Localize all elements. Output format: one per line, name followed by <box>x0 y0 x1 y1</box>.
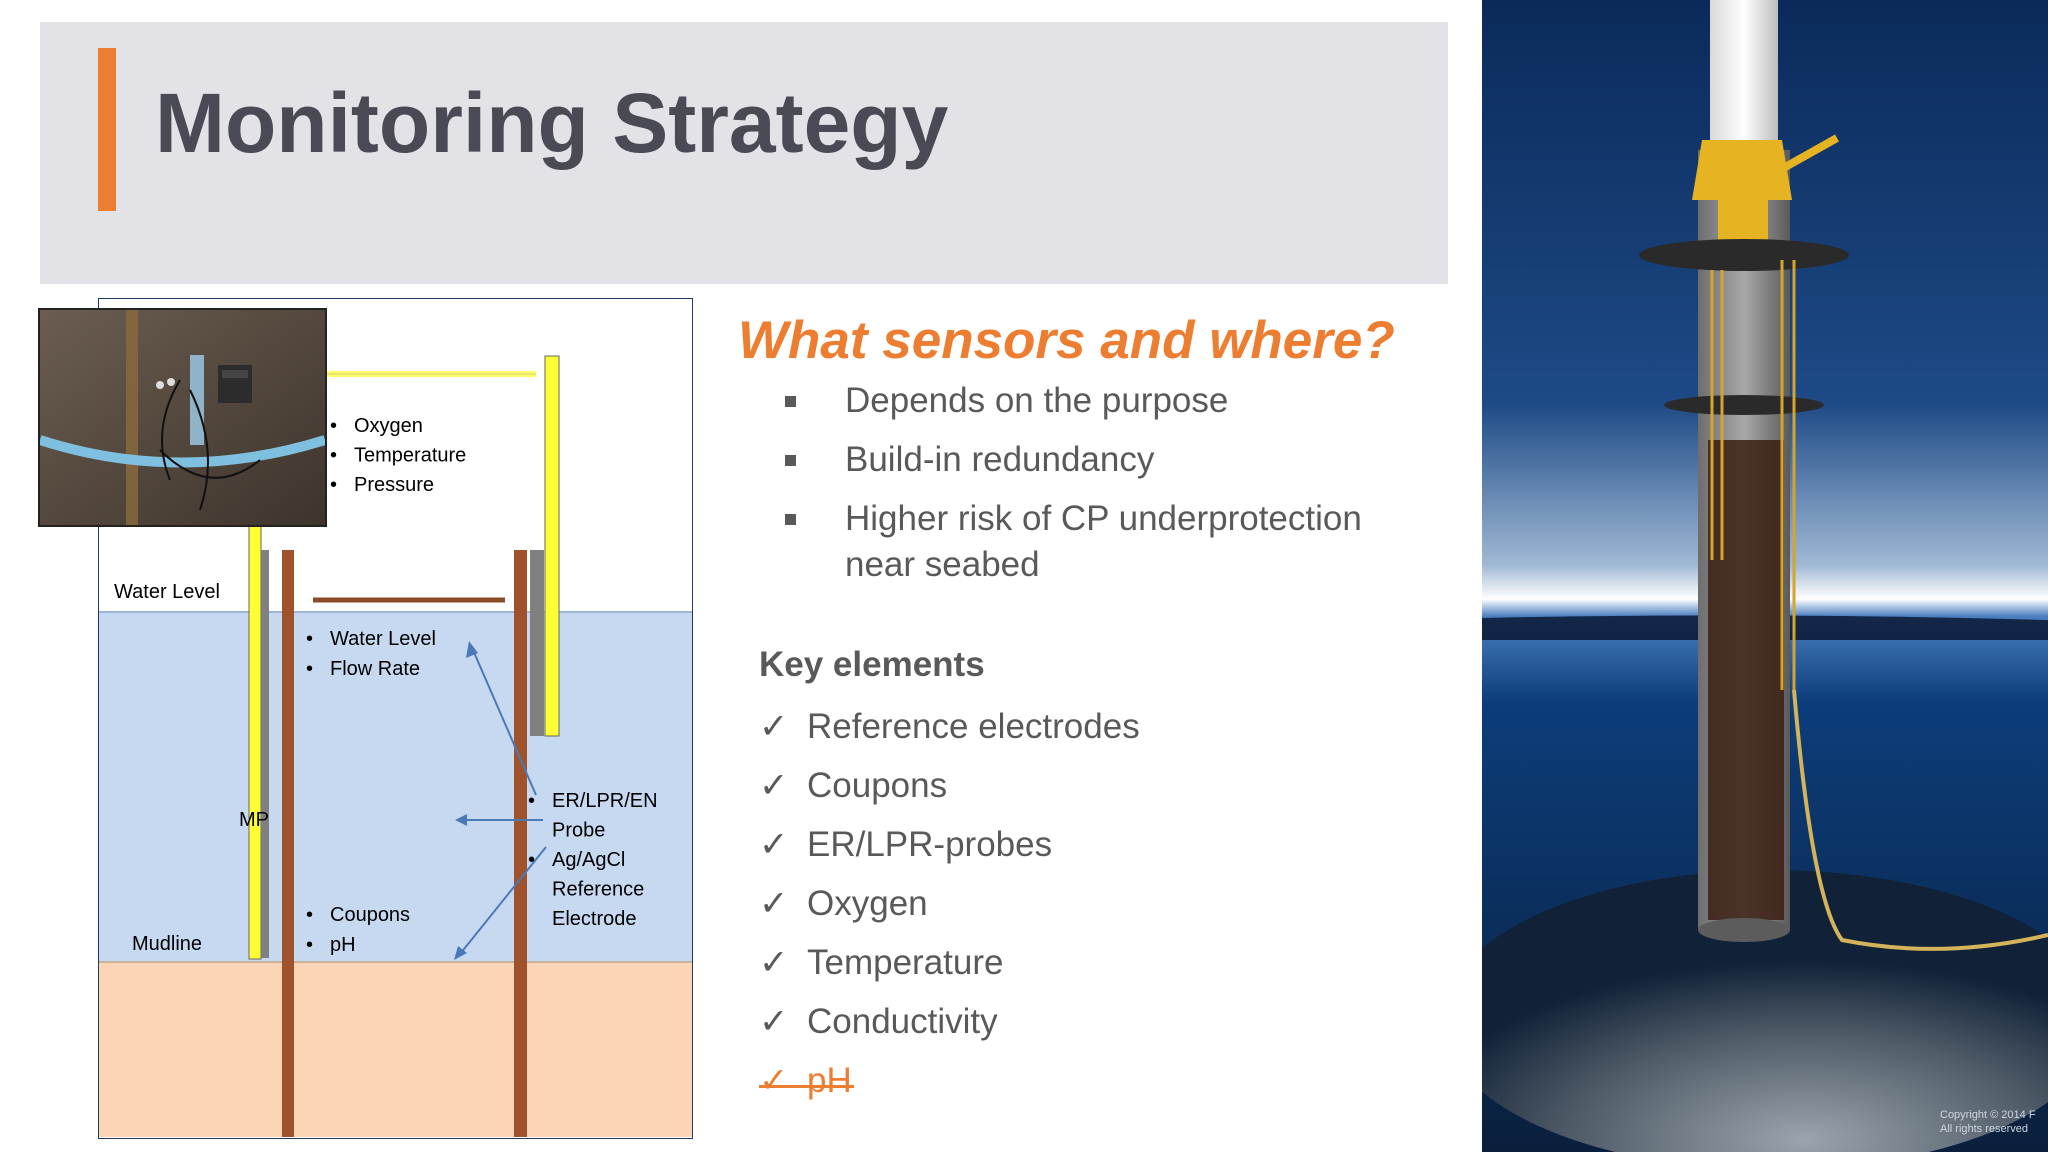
key-elements-heading: Key elements <box>759 645 985 684</box>
bullet-dot: • <box>330 445 337 467</box>
bullet-dot: • <box>306 658 313 680</box>
diagram-probe-label: Probe <box>552 820 605 842</box>
diagram-sensor-label: Coupons <box>330 904 410 926</box>
title-accent-bar <box>98 48 116 211</box>
diagram-sensor-label: pH <box>330 934 356 956</box>
checkmark-icon: ✓ <box>759 766 789 805</box>
left-sleeve <box>248 522 262 960</box>
bullet-dot: • <box>306 628 313 650</box>
diagram-sensor-label: Water Level <box>330 628 436 650</box>
key-element-item: ✓ Oxygen <box>759 879 1140 938</box>
water-zone <box>99 612 692 962</box>
key-elements-list: ✓ Reference electrodes ✓ Coupons ✓ ER/LP… <box>759 702 1140 1115</box>
diagram-probe-label: Ag/AgCl <box>552 849 625 871</box>
bullet-item: Higher risk of CP underprotection near s… <box>785 496 1415 588</box>
left-sleeve-gap <box>261 550 269 958</box>
sensor-installation-photo <box>38 308 327 527</box>
diagram-sensor-label: Oxygen <box>354 415 423 437</box>
bullet-dot: • <box>330 415 337 437</box>
square-bullet-icon <box>785 514 796 525</box>
diagram-sensor-label: Flow Rate <box>330 658 420 680</box>
diagram-probe-label: ER/LPR/EN <box>552 790 658 812</box>
checkmark-icon: ✓ <box>759 1061 789 1100</box>
checkmark-icon: ✓ <box>759 943 789 982</box>
diagram-mp-label: MP <box>239 809 269 831</box>
diagram-water-level-label: Water Level <box>114 581 220 603</box>
checkmark-icon: ✓ <box>759 884 789 923</box>
bullet-dot: • <box>528 790 535 812</box>
slide-title: Monitoring Strategy <box>155 76 949 170</box>
right-pile <box>514 550 527 1137</box>
diagram-mudline-label: Mudline <box>132 933 202 955</box>
checkmark-icon: ✓ <box>759 825 789 864</box>
diagram-sensor-label: Pressure <box>354 474 434 496</box>
bullet-dot: • <box>528 849 535 871</box>
key-element-item: ✓ Conductivity <box>759 997 1140 1056</box>
purpose-bullet-list: Depends on the purpose Build-in redundan… <box>785 378 1415 601</box>
diagram-probe-label: Reference <box>552 879 644 901</box>
right-sleeve-gap <box>530 550 544 736</box>
diagram-sensor-label: Temperature <box>354 445 466 467</box>
offshore-monopile-illustration <box>1442 0 2048 1157</box>
key-element-item-struck: ✓ pH <box>759 1056 854 1115</box>
strikethrough-line <box>759 1085 854 1088</box>
square-bullet-icon <box>785 455 796 466</box>
checkmark-icon: ✓ <box>759 1002 789 1041</box>
checkmark-icon: ✓ <box>759 707 789 746</box>
bullet-dot: • <box>330 474 337 496</box>
title-band <box>40 22 1448 284</box>
key-element-item: ✓ Coupons <box>759 761 1140 820</box>
left-pile <box>282 550 294 1137</box>
soil-zone <box>99 962 692 1137</box>
key-element-item: ✓ ER/LPR-probes <box>759 820 1140 879</box>
bullet-item: Build-in redundancy <box>785 437 1415 483</box>
diagram-probe-label: Electrode <box>552 908 637 930</box>
square-bullet-icon <box>785 396 796 407</box>
right-sleeve <box>544 355 560 737</box>
bullet-dot: • <box>306 904 313 926</box>
bullet-dot: • <box>306 934 313 956</box>
bullet-item: Depends on the purpose <box>785 378 1415 424</box>
image-copyright: Copyright © 2014 F All rights reserved <box>1940 1109 2036 1135</box>
key-element-item: ✓ Temperature <box>759 938 1140 997</box>
section-question: What sensors and where? <box>738 311 1395 370</box>
key-element-item: ✓ Reference electrodes <box>759 702 1140 761</box>
